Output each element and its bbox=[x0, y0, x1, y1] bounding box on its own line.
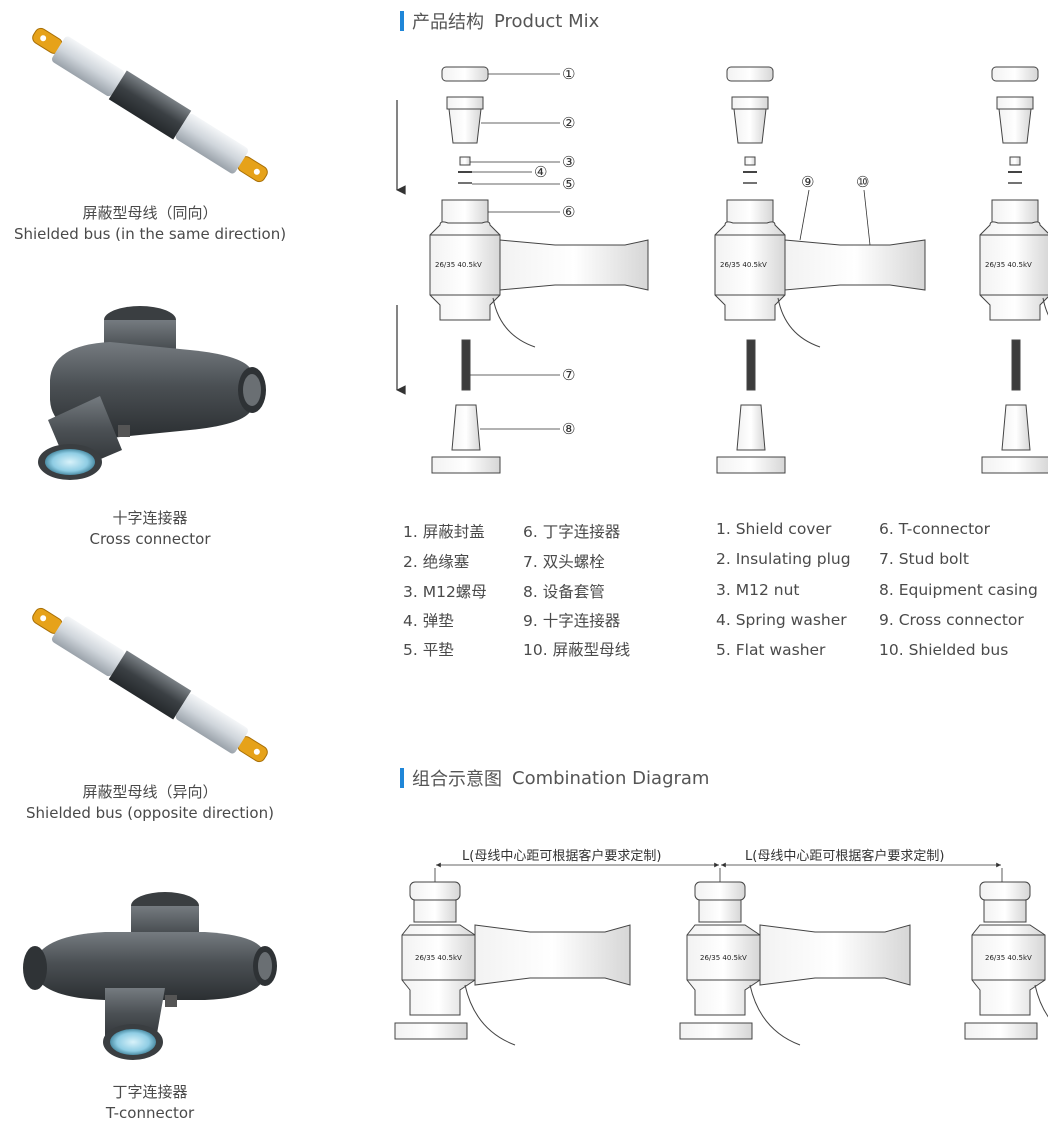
connector-rating-label: 26/35 40.5kV bbox=[720, 261, 767, 269]
product-mix-title-en: Product Mix bbox=[494, 10, 600, 32]
legend-zh-item: 1. 屏蔽封盖 bbox=[403, 523, 485, 541]
legend-en-item: 2. Insulating plug bbox=[716, 550, 851, 568]
insulating-plug bbox=[448, 108, 482, 144]
product-caption-zh: 屏蔽型母线（同向） bbox=[82, 204, 218, 222]
insulating-plug-cap bbox=[446, 96, 484, 110]
section-accent-bar bbox=[400, 768, 404, 788]
legend-zh-item: 4. 弹垫 bbox=[403, 612, 454, 630]
combination-title-en: Combination Diagram bbox=[512, 767, 710, 789]
legend-en-item: 4. Spring washer bbox=[716, 611, 847, 629]
product-caption-2: 十字连接器 Cross connector bbox=[0, 508, 300, 550]
callout-3: ③ bbox=[562, 153, 575, 171]
legend-en-item: 6. T-connector bbox=[879, 520, 990, 538]
callout-6: ⑥ bbox=[562, 203, 575, 221]
t-connector-image bbox=[23, 892, 277, 1060]
legend-zh-item: 9. 十字连接器 bbox=[523, 612, 621, 630]
connector-rating-label: 26/35 40.5kV bbox=[415, 954, 462, 962]
equipment-casing bbox=[451, 404, 481, 451]
connector-rating-label: 26/35 40.5kV bbox=[700, 954, 747, 962]
legend-zh-item: 6. 丁字连接器 bbox=[523, 523, 621, 541]
equipment-casing-base bbox=[431, 456, 501, 474]
callout-1: ① bbox=[562, 65, 575, 83]
legend-en-item: 3. M12 nut bbox=[716, 581, 800, 599]
legend-en-item: 5. Flat washer bbox=[716, 641, 826, 659]
shielded-bus-same-direction-image bbox=[32, 27, 268, 183]
callout-10: ⑩ bbox=[856, 173, 869, 191]
dimension-label-right: L(母线中心距可根据客户要求定制) bbox=[745, 848, 944, 864]
shielded-bus-left bbox=[499, 239, 649, 291]
product-caption-en: T-connector bbox=[105, 1104, 195, 1122]
combination-title: 组合示意图 Combination Diagram bbox=[400, 765, 709, 791]
connector-rating-label: 26/35 40.5kV bbox=[985, 261, 1032, 269]
legend-en-item: 1. Shield cover bbox=[716, 520, 832, 538]
product-caption-1: 屏蔽型母线（同向） Shielded bus (in the same dire… bbox=[0, 203, 300, 245]
callout-5: ⑤ bbox=[562, 175, 575, 193]
product-caption-zh: 屏蔽型母线（异向） bbox=[82, 783, 218, 801]
product-mix-title-zh: 产品结构 bbox=[412, 12, 484, 33]
product-caption-4: 丁字连接器 T-connector bbox=[0, 1082, 300, 1124]
callout-7: ⑦ bbox=[562, 366, 575, 384]
t-connector-body bbox=[429, 221, 501, 321]
legend-en-item: 7. Stud bolt bbox=[879, 550, 969, 568]
callout-8: ⑧ bbox=[562, 420, 575, 438]
callout-9: ⑨ bbox=[801, 173, 814, 191]
product-mix-diagram: 26/35 40.5kV 26/35 40.5kV 26/35 40.5kV ①… bbox=[396, 65, 1048, 474]
product-caption-en: Shielded bus (opposite direction) bbox=[26, 804, 274, 822]
product-caption-en: Cross connector bbox=[89, 530, 211, 548]
legend-en-item: 8. Equipment casing bbox=[879, 581, 1038, 599]
legend-zh-item: 7. 双头螺栓 bbox=[523, 553, 605, 571]
callout-2: ② bbox=[562, 114, 575, 132]
combination-title-zh: 组合示意图 bbox=[412, 769, 502, 790]
connector-rating-label: 26/35 40.5kV bbox=[985, 954, 1032, 962]
shielded-bus-right bbox=[784, 239, 926, 291]
legend-en-item: 10. Shielded bus bbox=[879, 641, 1009, 659]
callout-4: ④ bbox=[534, 163, 547, 181]
product-caption-zh: 十字连接器 bbox=[112, 509, 188, 527]
combination-diagram: L(母线中心距可根据客户要求定制) L(母线中心距可根据客户要求定制) 26/3… bbox=[394, 848, 1048, 1046]
shield-cover bbox=[441, 66, 489, 82]
product-caption-3: 屏蔽型母线（异向） Shielded bus (opposite directi… bbox=[0, 782, 300, 824]
stud-bolt bbox=[461, 339, 471, 391]
m12-nut bbox=[459, 156, 471, 166]
product-caption-zh: 丁字连接器 bbox=[112, 1083, 188, 1101]
connector-rating-label: 26/35 40.5kV bbox=[435, 261, 482, 269]
legend-zh-item: 10. 屏蔽型母线 bbox=[523, 641, 631, 659]
product-caption-en: Shielded bus (in the same direction) bbox=[13, 225, 287, 243]
legend-en-item: 9. Cross connector bbox=[879, 611, 1024, 629]
section-accent-bar bbox=[400, 11, 404, 31]
legend-zh-item: 8. 设备套管 bbox=[523, 583, 605, 601]
shielded-bus-opposite-direction-image bbox=[32, 607, 268, 763]
legend-zh-item: 2. 绝缘塞 bbox=[403, 553, 470, 571]
legend-zh-item: 5. 平垫 bbox=[403, 641, 454, 659]
cross-connector-image bbox=[38, 306, 266, 480]
t-connector-top bbox=[441, 199, 489, 226]
product-mix-title: 产品结构 Product Mix bbox=[400, 8, 599, 34]
dimension-label-left: L(母线中心距可根据客户要求定制) bbox=[462, 848, 661, 864]
legend-zh-item: 3. M12螺母 bbox=[403, 583, 487, 601]
